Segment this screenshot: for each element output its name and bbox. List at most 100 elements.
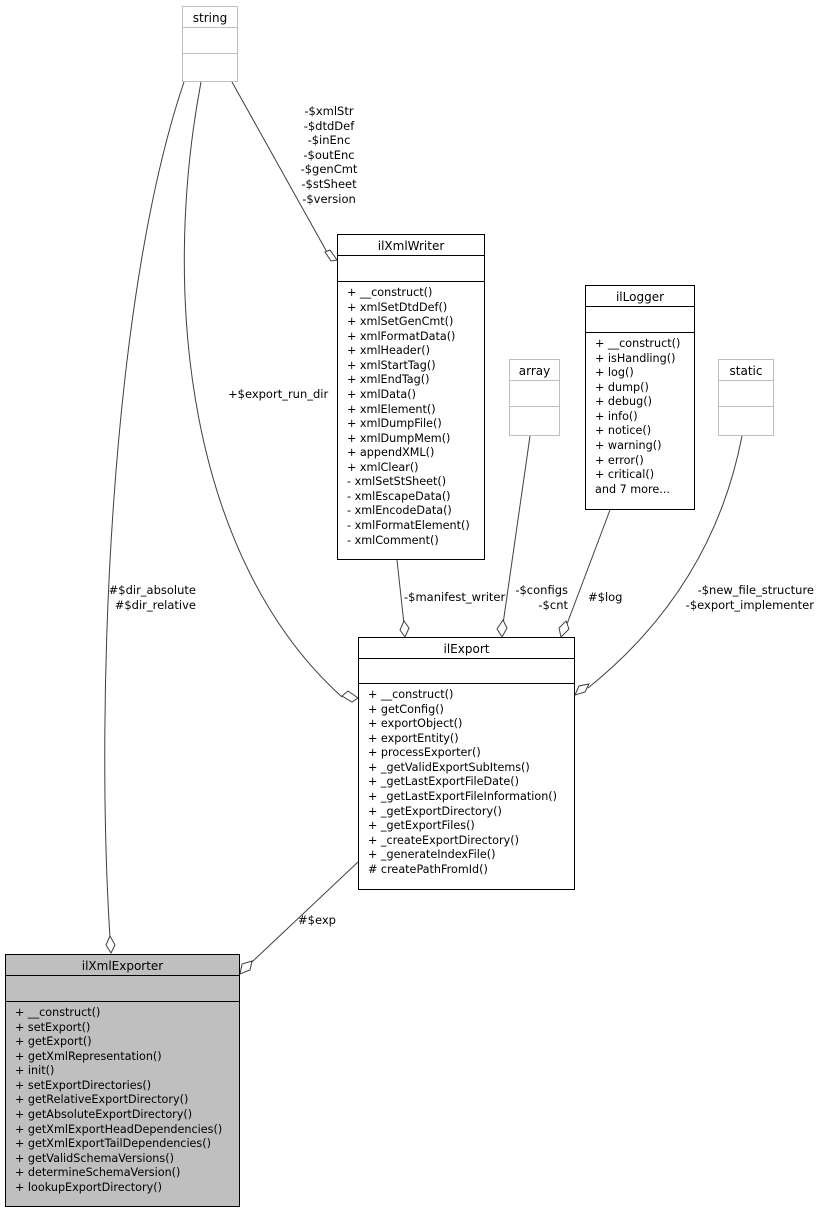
method: + __construct() [595, 337, 681, 350]
method: + error() [595, 453, 644, 467]
method: + getExport() [15, 1035, 92, 1049]
method: + getAbsoluteExportDirectory() [15, 1107, 193, 1121]
label-configs-cnt: -$configs -$cnt [515, 583, 568, 612]
method: + debug() [595, 395, 652, 409]
diamond-configs [496, 619, 508, 638]
edge-static-export [587, 435, 743, 689]
method: - xmlComment() [347, 533, 439, 547]
class-title: ilExport [443, 642, 490, 656]
method: + log() [595, 366, 634, 380]
method: - xmlEncodeData() [347, 504, 452, 518]
class-title: string [192, 11, 228, 25]
edge-string-xmlwriter [231, 81, 329, 255]
method: + xmlHeader() [347, 344, 431, 358]
class-title: array [518, 364, 551, 378]
method: + getXmlExportHeadDependencies() [15, 1122, 223, 1136]
method-more: and 7 more... [595, 482, 670, 496]
class-string[interactable]: string [182, 6, 238, 82]
methods-section [719, 406, 773, 435]
attributes-section [338, 255, 484, 281]
edge-array-export [502, 435, 531, 625]
methods-section: + __construct() + setExport() + getExpor… [6, 1001, 239, 1195]
class-title: static [729, 364, 763, 378]
method: + xmlEndTag() [347, 373, 430, 387]
edge-xmlwriter-export [396, 559, 405, 625]
attributes-section [510, 380, 559, 406]
method: + init() [15, 1064, 55, 1078]
diamond-export-run-dir [341, 690, 359, 703]
class-ilxmlexporter[interactable]: ilXmlExporter + __construct() + setExpor… [5, 954, 240, 1207]
method: + isHandling() [595, 351, 676, 365]
method: + _getExportFiles() [368, 819, 475, 833]
method: + __construct() [347, 286, 433, 299]
method: + getConfig() [368, 702, 444, 716]
method: + xmlDumpFile() [347, 417, 442, 431]
edge-logger-export [566, 509, 611, 625]
class-ilexport[interactable]: ilExport + __construct() + getConfig() +… [358, 637, 575, 890]
methods-section: + __construct() + xmlSetDtdDef() + xmlSe… [338, 281, 484, 548]
methods-section [510, 406, 559, 435]
class-title: ilLogger [615, 290, 665, 304]
class-ilxmlwriter[interactable]: ilXmlWriter + __construct() + xmlSetDtdD… [337, 234, 485, 560]
diamond-xmlexporter-dir [105, 934, 116, 955]
method: + _createExportDirectory() [368, 833, 519, 847]
method: + xmlClear() [347, 460, 419, 474]
label-export-run-dir: +$export_run_dir [228, 387, 329, 401]
label-manifest-writer: -$manifest_writer [404, 590, 506, 604]
methods-section: + __construct() + isHandling() + log() +… [586, 332, 694, 497]
method: + getValidSchemaVersions() [15, 1151, 174, 1165]
edge-string-xmlexporter [104, 81, 185, 939]
method: + appendXML() [347, 446, 435, 460]
diamond-exp [239, 960, 253, 975]
method: + xmlDumpMem() [347, 431, 451, 445]
method: + exportEntity() [368, 731, 459, 745]
attributes-section [359, 658, 574, 683]
method: + processExporter() [368, 746, 481, 760]
diamond-log [558, 620, 570, 638]
attributes-section [719, 380, 773, 406]
method: + xmlFormatData() [347, 329, 456, 343]
class-title: ilXmlWriter [377, 239, 445, 253]
method: + setExport() [15, 1020, 91, 1034]
method: + xmlStartTag() [347, 358, 436, 372]
label-dir-absolute-relative: #$dir_absolute #$dir_relative [108, 583, 196, 612]
method: + setExportDirectories() [15, 1078, 152, 1092]
method: - xmlEscapeData() [347, 489, 451, 503]
method: + warning() [595, 438, 662, 452]
diamond-xmlwriter [324, 249, 338, 262]
methods-section: + __construct() + getConfig() + exportOb… [359, 683, 574, 877]
diamond-static [574, 683, 590, 696]
method: + xmlData() [347, 387, 416, 401]
method: + _getLastExportFileInformation() [368, 789, 558, 803]
method: + _getExportDirectory() [368, 804, 502, 818]
class-illogger[interactable]: ilLogger + __construct() + isHandling() … [585, 285, 695, 510]
method: + info() [595, 409, 638, 423]
label-xmlwriter-attributes: -$xmlStr -$dtdDef -$inEnc -$outEnc -$gen… [300, 104, 358, 206]
method: - xmlFormatElement() [347, 519, 470, 532]
method: - xmlSetStSheet() [347, 475, 447, 489]
method: + _getValidExportSubItems() [368, 760, 530, 774]
method: + exportObject() [368, 717, 463, 731]
diamond-manifest [399, 619, 410, 639]
method: + lookupExportDirectory() [15, 1180, 162, 1194]
method: + __construct() [368, 688, 454, 701]
class-title: ilXmlExporter [81, 959, 164, 973]
class-static[interactable]: static [718, 359, 774, 436]
method: + getXmlExportTailDependencies() [15, 1137, 211, 1151]
label-static-attributes: -$new_file_structure -$export_implemente… [685, 583, 814, 612]
method: + xmlElement() [347, 402, 436, 416]
label-log: #$log [588, 590, 623, 604]
method: + xmlSetDtdDef() [347, 300, 448, 314]
methods-section [183, 53, 237, 81]
method: + __construct() [15, 1006, 101, 1019]
method: + dump() [595, 380, 649, 394]
attributes-section [586, 306, 694, 332]
method: + getRelativeExportDirectory() [15, 1093, 189, 1107]
method: + _getLastExportFileDate() [368, 775, 520, 789]
method: + getXmlRepresentation() [15, 1049, 162, 1063]
class-array[interactable]: array [509, 359, 560, 436]
label-exp: #$exp [298, 913, 336, 927]
edge-string-export [183, 81, 343, 698]
